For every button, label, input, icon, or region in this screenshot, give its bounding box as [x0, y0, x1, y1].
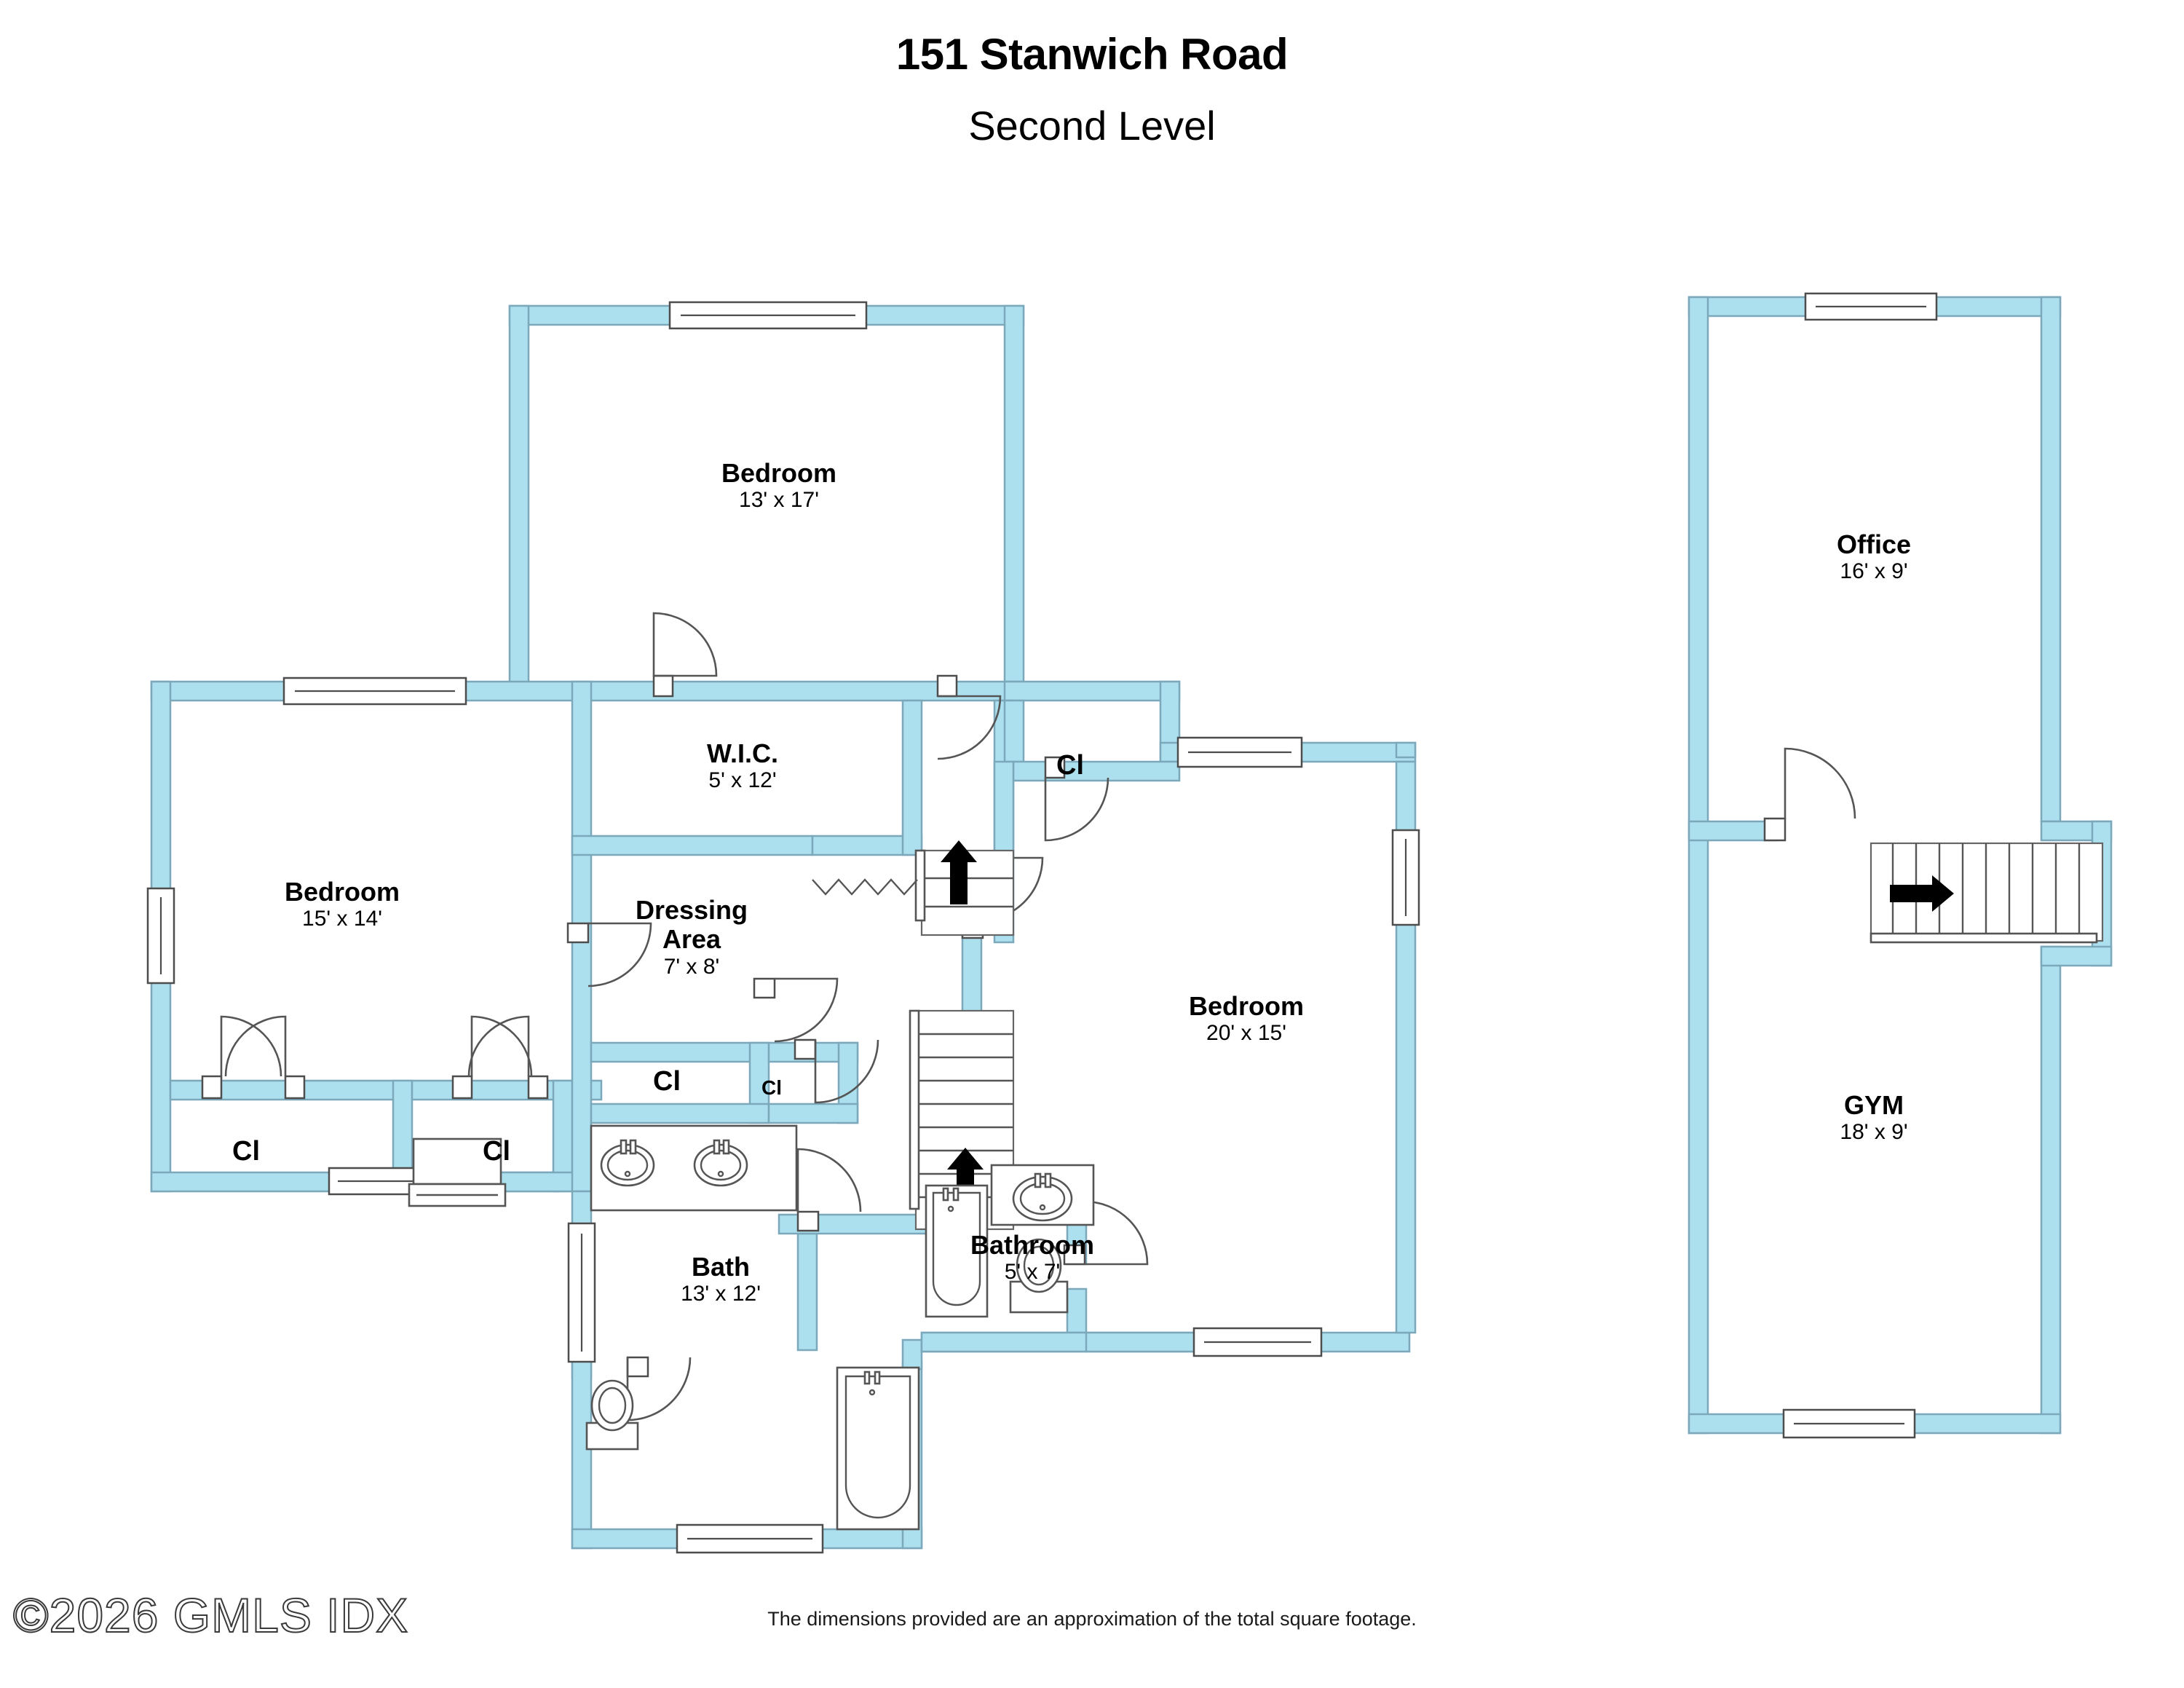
copyright-watermark: ©2026 GMLS IDX	[12, 1588, 409, 1643]
page-title: 151 Stanwich Road	[895, 30, 1289, 79]
door-bedroom-top	[652, 612, 718, 698]
door-bath-toilet	[626, 1356, 692, 1421]
bench-between-closets	[408, 1137, 507, 1207]
windows	[146, 292, 1938, 1554]
window-gym-bottom	[1782, 1408, 1916, 1439]
bathtub-bath	[836, 1366, 920, 1531]
door-office	[1763, 747, 1856, 842]
door-closet-left-outer	[201, 1015, 306, 1100]
sink-bathroom	[990, 1164, 1095, 1226]
page-subtitle: Second Level	[968, 103, 1216, 149]
stair-right-wing	[1870, 842, 2104, 944]
window-bedroom-left-side	[146, 887, 175, 985]
toilet-bath	[585, 1379, 639, 1451]
double-vanity-bath	[590, 1124, 798, 1212]
door-dressing-west	[566, 922, 652, 987]
toilet-bathroom	[1009, 1238, 1069, 1314]
window-bath-bottom	[676, 1523, 824, 1554]
window-bath-left	[567, 1222, 596, 1363]
window-bedroom-top	[668, 301, 868, 330]
window-closet-band	[1176, 736, 1303, 768]
window-office-top	[1804, 292, 1938, 321]
stair-upper-main	[914, 840, 1015, 936]
door-dressing-east	[753, 977, 839, 1043]
door-bathroom	[1063, 1200, 1149, 1266]
door-closet-right	[1044, 756, 1109, 842]
window-bedroom-right-side	[1391, 829, 1420, 926]
window-bedroom-left-top	[282, 677, 467, 706]
door-bath	[796, 1148, 862, 1232]
main-wing-walls	[150, 304, 1417, 1550]
fixtures	[408, 878, 1095, 1531]
doors	[201, 612, 1856, 1421]
disclaimer-text: The dimensions provided are an approxima…	[767, 1608, 1417, 1630]
window-bedroom-left-bottom	[328, 1167, 425, 1196]
door-wic-east	[936, 674, 1002, 760]
shower-tub-bathroom	[925, 1184, 989, 1318]
door-closet-dressing	[794, 1038, 879, 1104]
accordion-door	[812, 878, 918, 896]
window-bedroom-right-bottom	[1192, 1327, 1323, 1357]
door-closet-left-inner	[451, 1015, 549, 1100]
